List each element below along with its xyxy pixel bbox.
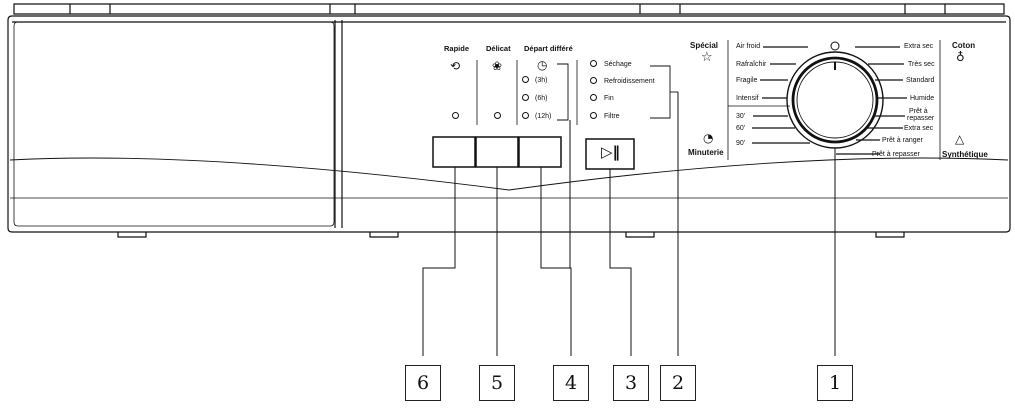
synthetique-item-extra-sec: Extra sec (904, 125, 934, 132)
rapide-led (452, 112, 459, 119)
delay-6h-label: (6h) (535, 95, 548, 102)
refroidissement-led (590, 77, 597, 84)
rapide-button[interactable] (433, 137, 475, 167)
special-item-intensif: Intensif (736, 95, 759, 102)
special-item-rafraichir: Rafraîchir (736, 61, 767, 68)
status-filtre: Filtre (604, 113, 620, 120)
delay-6h-led (522, 94, 529, 101)
delay-3h-led (522, 76, 529, 83)
coton-item-humide: Humide (910, 95, 935, 102)
rapid-dry-icon: ⟲ (450, 59, 461, 73)
special-item-fragile: Fragile (736, 77, 758, 84)
delay-3h-label: (3h) (535, 77, 548, 84)
coton-item-pret-a-1: Prêt à (909, 108, 928, 115)
minuterie-item-90: 90' (736, 140, 746, 147)
status-sechage: Séchage (604, 61, 632, 68)
status-fin: Fin (604, 95, 614, 102)
delay-12h-led (522, 112, 529, 119)
delicate-flower-icon: ❀ (492, 59, 503, 73)
cotton-icon: ♁ (956, 50, 965, 64)
delicat-label: Délicat (486, 44, 511, 53)
program-dial[interactable] (787, 52, 883, 148)
clock-icon: ◷ (537, 58, 548, 72)
fin-led (590, 94, 597, 101)
callout-1: 1 (817, 365, 853, 401)
minuterie-item-60: 60' (736, 125, 746, 132)
special-item-air-froid: Air froid (736, 43, 761, 50)
synthetic-triangle-icon: △ (955, 132, 965, 146)
coton-item-pret-a-2: repasser (907, 115, 935, 122)
depart-differe-label: Départ différé (524, 44, 573, 53)
depart-differe-button[interactable] (519, 137, 561, 167)
delicat-led (494, 112, 501, 119)
timer-icon: ◔ (703, 131, 714, 145)
callout-4: 4 (553, 365, 589, 401)
callout-5: 5 (479, 365, 515, 401)
coton-item-tres-sec: Très sec (908, 61, 935, 68)
minuterie-title: Minuterie (688, 148, 724, 157)
callout-6: 6 (405, 365, 441, 401)
callout-3: 3 (613, 365, 649, 401)
coton-item-extra-sec: Extra sec (904, 43, 934, 50)
synthetique-item-pret-a-repasser: Prêt à repasser (872, 151, 920, 158)
special-title: Spécial (690, 41, 719, 50)
status-refroidissement: Refroidissement (604, 78, 655, 85)
minuterie-item-30: 30' (736, 113, 746, 120)
synthetique-item-pret-a-ranger: Prêt à ranger (882, 137, 923, 144)
coton-title: Coton (952, 41, 976, 50)
filtre-led (590, 112, 597, 119)
synthetique-title: Synthétique (942, 150, 988, 159)
rapide-label: Rapide (444, 44, 470, 53)
delicat-button[interactable] (476, 137, 518, 167)
start-pause-button[interactable]: ▷‖ (586, 139, 634, 169)
callout-2: 2 (660, 365, 696, 401)
start-pause-icon: ▷‖ (601, 143, 621, 161)
sechage-led (590, 60, 597, 67)
coton-item-standard: Standard (906, 77, 935, 84)
star-icon: ☆ (701, 50, 713, 65)
delay-12h-label: (12h) (535, 113, 552, 120)
